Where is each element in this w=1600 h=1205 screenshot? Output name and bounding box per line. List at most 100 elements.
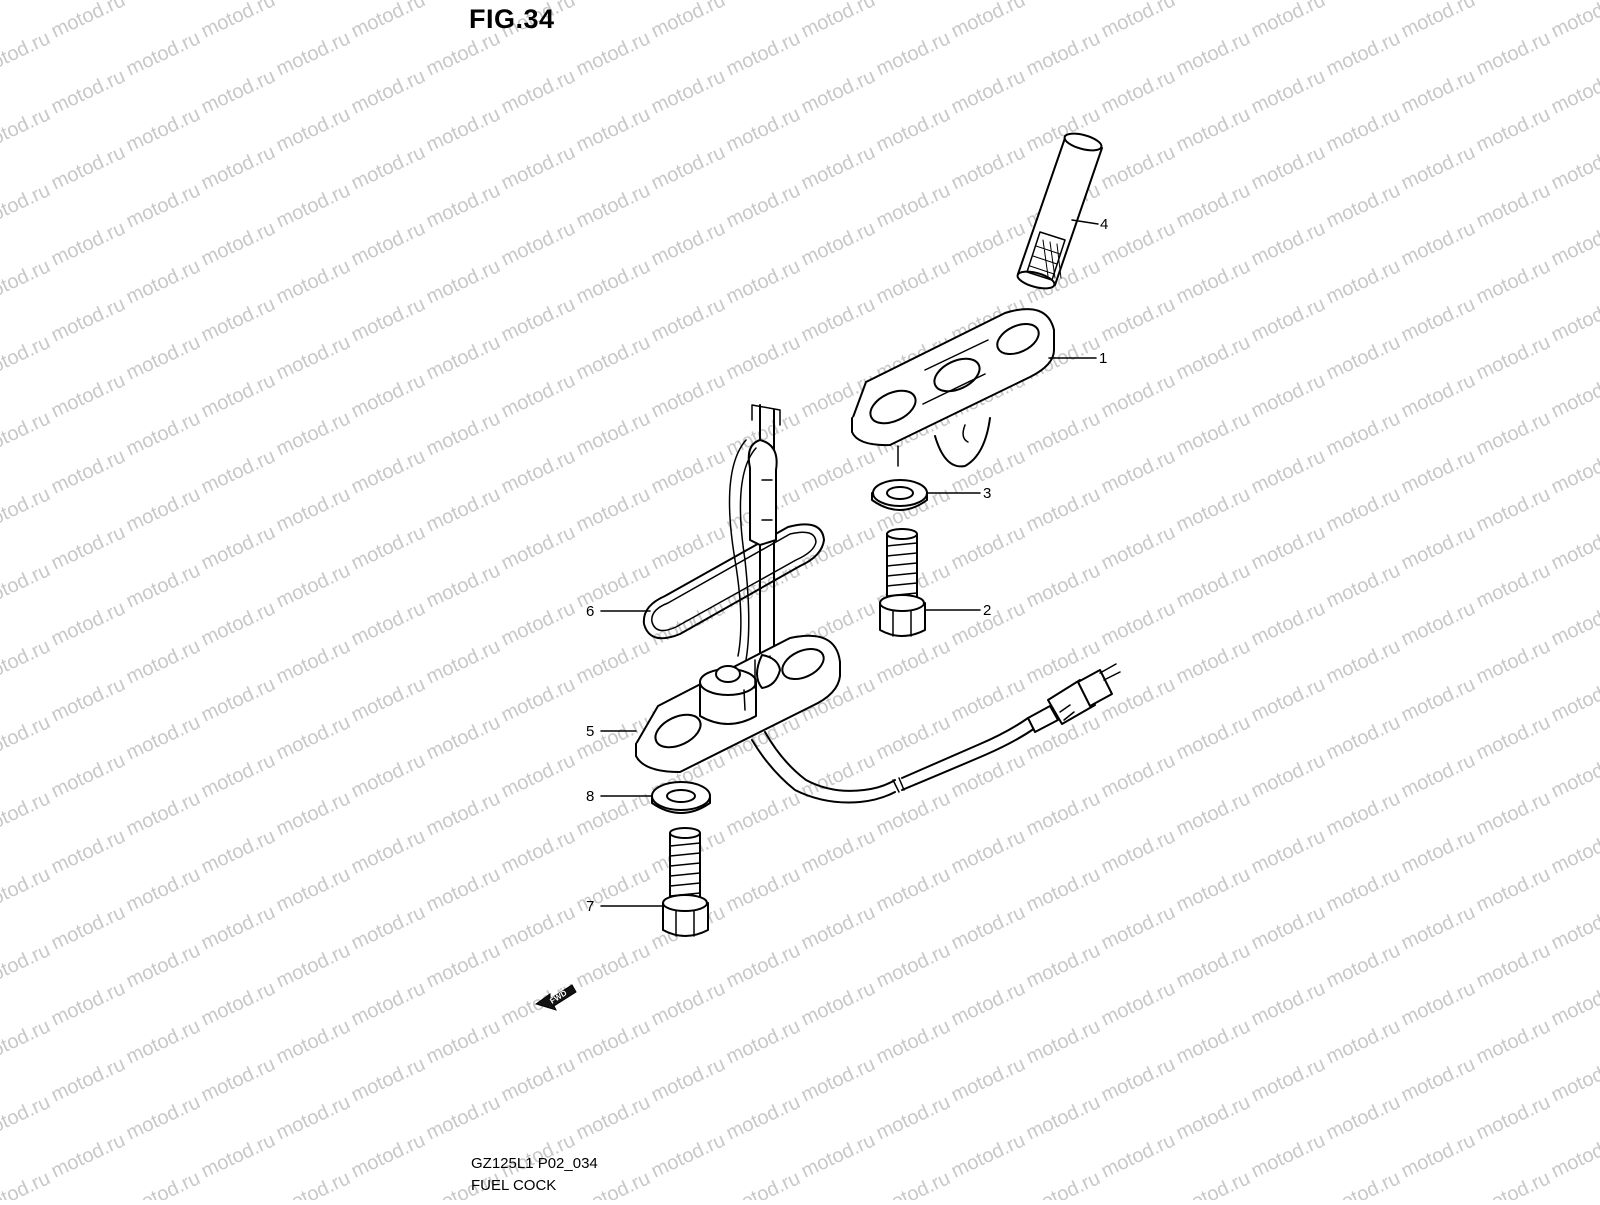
watermark-text: motod.ru xyxy=(1323,331,1404,384)
watermark-text: motod.ru xyxy=(1473,103,1554,156)
watermark-text: motod.ru xyxy=(1398,445,1479,498)
watermark-text: motod.ru xyxy=(0,0,54,5)
callout-6: 6 xyxy=(586,603,594,620)
watermark-text: motod.ru xyxy=(723,1091,804,1144)
watermark-text: motod.ru xyxy=(1248,521,1329,574)
watermark-text: motod.ru xyxy=(798,445,879,498)
watermark-text: motod.ru xyxy=(1248,217,1329,270)
watermark-text: motod.ru xyxy=(1098,825,1179,878)
watermark-text: motod.ru xyxy=(1323,635,1404,688)
watermark-text: motod.ru xyxy=(1248,0,1329,43)
watermark-text: motod.ru xyxy=(498,369,579,422)
watermark-text: motod.ru xyxy=(648,977,729,1030)
callout-7: 7 xyxy=(586,898,594,915)
watermark-text: motod.ru xyxy=(648,293,729,346)
watermark-text: motod.ru xyxy=(1173,863,1254,916)
watermark-text: motod.ru xyxy=(1173,255,1254,308)
watermark-text: motod.ru xyxy=(348,749,429,802)
watermark-text: motod.ru xyxy=(573,1167,654,1200)
leader-lines xyxy=(600,219,1099,907)
watermark-text: motod.ru xyxy=(1248,65,1329,118)
watermark-text: motod.ru xyxy=(423,179,504,232)
watermark-text: motod.ru xyxy=(198,369,279,422)
watermark-text: motod.ru xyxy=(423,331,504,384)
watermark-text: motod.ru xyxy=(1548,445,1600,498)
watermark-text: motod.ru xyxy=(198,825,279,878)
watermark-text: motod.ru xyxy=(1548,977,1600,1030)
watermark-text: motod.ru xyxy=(1098,369,1179,422)
watermark-text: motod.ru xyxy=(498,901,579,954)
watermark-text: motod.ru xyxy=(423,1015,504,1068)
watermark-text: motod.ru xyxy=(123,1167,204,1200)
watermark-text: motod.ru xyxy=(273,483,354,536)
watermark-text: motod.ru xyxy=(348,293,429,346)
watermark-text: motod.ru xyxy=(1398,825,1479,878)
watermark-text: motod.ru xyxy=(573,787,654,840)
watermark-text: motod.ru xyxy=(798,217,879,270)
watermark-text: motod.ru xyxy=(498,749,579,802)
watermark-text: motod.ru xyxy=(1173,1167,1254,1200)
watermark-text: motod.ru xyxy=(798,65,879,118)
watermark-text: motod.ru xyxy=(1023,407,1104,460)
watermark-text: motod.ru xyxy=(423,711,504,764)
bolt-7 xyxy=(662,827,709,937)
watermark-text: motod.ru xyxy=(348,141,429,194)
fuel-level-plate-5 xyxy=(635,404,841,773)
watermark-text: motod.ru xyxy=(573,0,654,5)
watermark-text: motod.ru xyxy=(348,0,429,43)
watermark-text: motod.ru xyxy=(273,635,354,688)
watermark-text: motod.ru xyxy=(423,787,504,840)
watermark-text: motod.ru xyxy=(573,939,654,992)
wire-harness xyxy=(751,663,1121,804)
watermark-text: motod.ru xyxy=(948,65,1029,118)
watermark-text: motod.ru xyxy=(873,939,954,992)
watermark-text: motod.ru xyxy=(1023,787,1104,840)
watermark-text: motod.ru xyxy=(1173,407,1254,460)
watermark-text: motod.ru xyxy=(273,559,354,612)
watermark-text: motod.ru xyxy=(423,255,504,308)
watermark-text: motod.ru xyxy=(1473,179,1554,232)
watermark-text: motod.ru xyxy=(1173,1015,1254,1068)
watermark-text: motod.ru xyxy=(1173,635,1254,688)
watermark-text: motod.ru xyxy=(648,65,729,118)
watermark-text: motod.ru xyxy=(498,293,579,346)
watermark-text: motod.ru xyxy=(1173,711,1254,764)
watermark-text: motod.ru xyxy=(348,825,429,878)
watermark-text: motod.ru xyxy=(1548,1053,1600,1106)
watermark-text: motod.ru xyxy=(1248,673,1329,726)
watermark-text: motod.ru xyxy=(48,597,129,650)
watermark-text: motod.ru xyxy=(648,217,729,270)
watermark-text: motod.ru xyxy=(873,863,954,916)
callout-1: 1 xyxy=(1099,350,1107,367)
watermark-text: motod.ru xyxy=(573,635,654,688)
watermark-text: motod.ru xyxy=(1173,179,1254,232)
watermark-text: motod.ru xyxy=(1398,597,1479,650)
watermark-text: motod.ru xyxy=(273,0,354,5)
watermark-text: motod.ru xyxy=(423,483,504,536)
watermark-text: motod.ru xyxy=(648,369,729,422)
watermark-text: motod.ru xyxy=(1398,369,1479,422)
watermark-text: motod.ru xyxy=(348,901,429,954)
watermark-text: motod.ru xyxy=(1098,597,1179,650)
watermark-text: motod.ru xyxy=(1398,0,1479,43)
watermark-text: motod.ru xyxy=(48,977,129,1030)
watermark-text: motod.ru xyxy=(1548,597,1600,650)
watermark-text: motod.ru xyxy=(198,445,279,498)
watermark-text: motod.ru xyxy=(123,407,204,460)
watermark-text: motod.ru xyxy=(273,787,354,840)
watermark-text: motod.ru xyxy=(273,255,354,308)
watermark-text: motod.ru xyxy=(723,0,804,5)
watermark-text: motod.ru xyxy=(48,521,129,574)
watermark-text: motod.ru xyxy=(1023,483,1104,536)
watermark-text: motod.ru xyxy=(798,825,879,878)
watermark-text: motod.ru xyxy=(1248,141,1329,194)
watermark-text: motod.ru xyxy=(798,1129,879,1182)
watermark-text: motod.ru xyxy=(48,141,129,194)
watermark-text: motod.ru xyxy=(573,407,654,460)
watermark-text: motod.ru xyxy=(1098,445,1179,498)
watermark-text: motod.ru xyxy=(648,445,729,498)
watermark-text: motod.ru xyxy=(1398,977,1479,1030)
watermark-text: motod.ru xyxy=(498,65,579,118)
watermark-text: motod.ru xyxy=(123,787,204,840)
watermark-text: motod.ru xyxy=(348,65,429,118)
